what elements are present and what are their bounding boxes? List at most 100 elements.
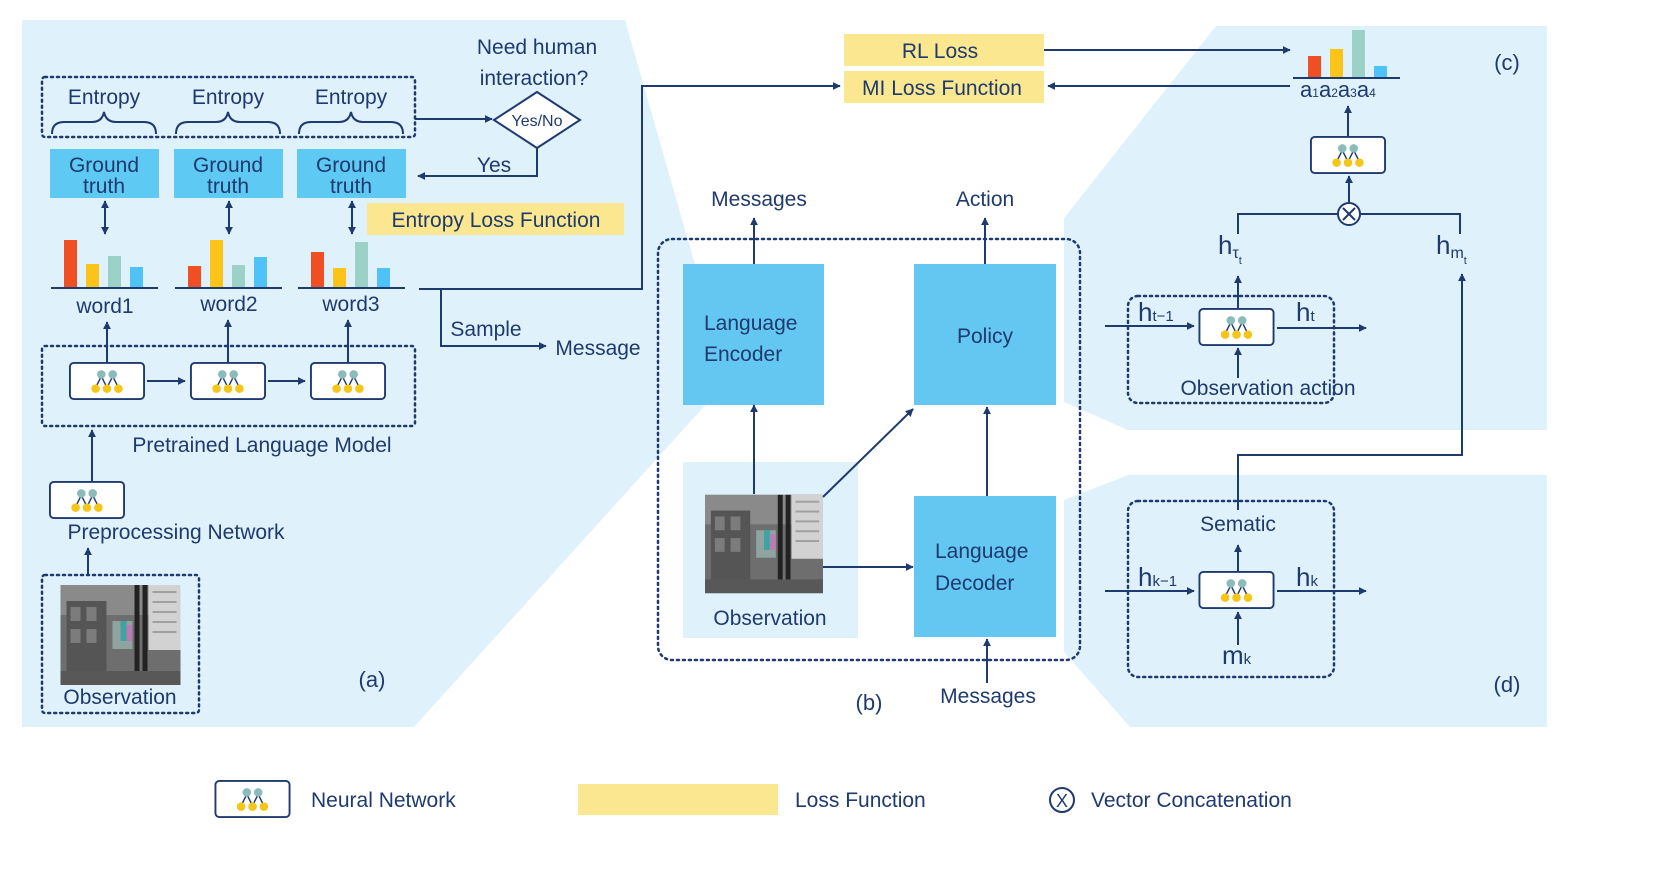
concat-x-stroke-2 <box>1342 207 1356 221</box>
word-distribution-3 <box>298 242 405 289</box>
action-label: Action <box>956 188 1014 211</box>
rl-loss-box <box>844 34 1044 66</box>
sample-to-message-arrow <box>440 289 547 350</box>
word3-bar-2 <box>333 268 346 288</box>
word-distribution-2 <box>175 240 282 289</box>
panel-c-label: (c) <box>1494 50 1520 75</box>
ground-truth-label-2a: Ground <box>193 154 263 177</box>
h-prev-d-label: hk−1 <box>1138 562 1177 592</box>
sematic-label: Sematic <box>1200 513 1276 536</box>
entropy-brace-2 <box>175 111 281 135</box>
panel-c: a1a2a3a4 (c) hτt hmt ht−1 ht Observation… <box>1105 30 1520 405</box>
panel-d: Sematic hk−1 hk mk (d) <box>1105 273 1521 697</box>
word3-bar-4 <box>377 268 390 288</box>
mi-loss-label: MI Loss Function <box>862 77 1022 100</box>
loss-functions: RL Loss MI Loss Function <box>844 34 1291 103</box>
legend-neural-network-icon <box>214 780 291 818</box>
policy-network-node <box>1309 136 1387 174</box>
ground-truth-label-2b: truth <box>207 175 249 198</box>
word-label-1: word1 <box>75 295 133 318</box>
language-decoder-label-2: Decoder <box>935 572 1014 595</box>
entropy-brace-1 <box>51 111 157 135</box>
language-encoder-label-1: Language <box>704 312 797 335</box>
need-human-question-line-1: Need human <box>477 36 597 59</box>
word-label-2: word2 <box>199 293 257 316</box>
panel-b-label: (b) <box>856 690 883 715</box>
observation-frame-a <box>40 573 201 715</box>
word3-bar-3 <box>355 242 368 288</box>
message-label: Message <box>555 337 640 360</box>
h-tau-label: hτt <box>1218 230 1242 267</box>
policy-block <box>914 264 1056 405</box>
obs-to-policy-arrow <box>822 408 914 498</box>
word-distribution-1 <box>51 240 158 289</box>
messages-bottom-label: Messages <box>940 685 1036 708</box>
lstm-d-node <box>1198 571 1275 609</box>
yes-label: Yes <box>477 154 511 177</box>
lstm-c-node <box>1198 308 1275 346</box>
plm-node-2 <box>189 362 267 400</box>
panel-d-label: (d) <box>1494 672 1521 697</box>
entropy-label-3: Entropy <box>315 86 388 109</box>
preprocessing-label: Preprocessing Network <box>67 521 285 544</box>
decision-label: Yes/No <box>512 113 563 130</box>
entropy-label-1: Entropy <box>68 86 141 109</box>
ground-truth-label-3a: Ground <box>316 154 386 177</box>
panel-b-dotted-frame <box>656 237 1082 662</box>
m-k-label: mk <box>1222 640 1252 670</box>
words-to-mi-loss-line <box>419 82 841 290</box>
concat-right-branch <box>1360 213 1461 234</box>
word1-bar-3 <box>108 256 121 288</box>
pretrained-lm-label: Pretrained Language Model <box>132 434 391 457</box>
legend-loss-function-label: Loss Function <box>795 789 926 812</box>
action-bar-4 <box>1374 66 1387 78</box>
sematic-to-h-m-arrow <box>1237 273 1466 510</box>
action-bar-1 <box>1308 56 1321 78</box>
entropy-loss-box <box>367 203 624 235</box>
need-human-question-line-2: interaction? <box>480 67 589 90</box>
entropy-label-2: Entropy <box>192 86 265 109</box>
ground-truth-label-3b: truth <box>330 175 372 198</box>
legend-neural-network-label: Neural Network <box>311 789 456 812</box>
messages-top-label: Messages <box>711 188 807 211</box>
word3-bar-1 <box>311 252 324 288</box>
h-t-label: ht <box>1296 297 1315 327</box>
yes-arrow <box>417 148 538 180</box>
observation-label-a: Observation <box>63 686 176 709</box>
entropy-loss-label: Entropy Loss Function <box>392 209 601 232</box>
legend-concat-label: Vector Concatenation <box>1091 789 1292 812</box>
plm-node-1 <box>68 362 146 400</box>
panel-a-label: (a) <box>359 667 386 692</box>
observation-image-a <box>58 585 183 685</box>
word-label-3: word3 <box>321 293 379 316</box>
sematic-frame <box>1126 499 1336 679</box>
panel-c-background <box>1064 26 1547 430</box>
h-prev-c-label: ht−1 <box>1138 297 1174 327</box>
ground-truth-box-1 <box>50 149 159 198</box>
panel-a: Entropy Entropy Entropy Need human inter… <box>40 36 841 715</box>
panel-b: Language Encoder Policy Language Decoder… <box>656 188 1082 715</box>
entropy-group-box <box>40 75 417 139</box>
observation-label-b: Observation <box>713 607 826 630</box>
word2-bar-1 <box>188 266 201 288</box>
policy-label: Policy <box>957 325 1014 348</box>
ground-truth-box-3 <box>297 149 406 198</box>
observation-action-frame <box>1126 294 1336 405</box>
panel-d-background <box>1064 475 1547 727</box>
rl-loss-label: RL Loss <box>902 40 978 63</box>
plm-node-3 <box>309 362 387 400</box>
entropy-brace-3 <box>298 111 404 135</box>
ground-truth-label-1b: truth <box>83 175 125 198</box>
word2-bar-2 <box>210 240 223 288</box>
mi-loss-box <box>844 71 1044 103</box>
ground-truth-box-2 <box>174 149 283 198</box>
language-decoder-label-1: Language <box>935 540 1028 563</box>
observation-action-label: Observation action <box>1180 377 1355 400</box>
word1-bar-2 <box>86 264 99 288</box>
pretrained-lm-box <box>40 344 417 428</box>
legend-concat-icon <box>1049 787 1075 813</box>
h-m-label: hmt <box>1436 230 1467 267</box>
action-distribution <box>1293 30 1400 79</box>
sample-label: Sample <box>450 318 521 341</box>
word1-bar-1 <box>64 240 77 288</box>
